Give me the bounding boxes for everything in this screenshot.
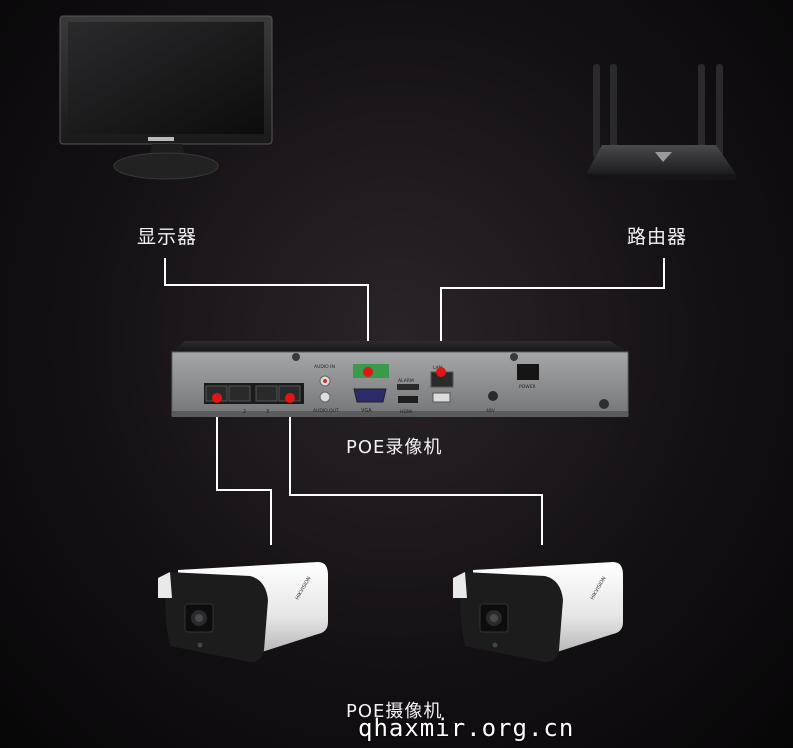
connector-lines bbox=[164, 258, 665, 545]
bullet-camera-icon-2: HIKVISION bbox=[453, 562, 623, 662]
bullet-camera-icon-1: HIKVISION bbox=[158, 562, 328, 662]
monitor-logo-badge bbox=[148, 137, 174, 141]
lan-label: LAN bbox=[433, 365, 442, 371]
monitor-icon bbox=[59, 15, 273, 180]
monitor-to-vga-line bbox=[164, 258, 369, 372]
hdmi-label: HDMI bbox=[400, 409, 412, 415]
power-label: POWER bbox=[519, 384, 536, 390]
power-switch bbox=[517, 364, 539, 380]
poe-port-1-highlight bbox=[212, 393, 222, 403]
poe-port4-to-camera2-line bbox=[289, 398, 543, 545]
monitor-label: 显示器 bbox=[137, 226, 198, 248]
audio-out-label: AUDIO OUT bbox=[313, 408, 339, 414]
watermark: qhaxmir.org.cn bbox=[358, 714, 575, 742]
poe-port-2-label: 2 bbox=[243, 409, 246, 415]
lan-highlight bbox=[436, 367, 446, 377]
audio-in-label: AUDIO IN bbox=[314, 364, 335, 370]
power-input-label: 48V bbox=[486, 408, 496, 414]
poe-port1-to-camera1-line bbox=[216, 398, 272, 545]
usb-port bbox=[432, 392, 451, 403]
router-icon bbox=[586, 64, 736, 180]
nvr-device: 2 3 AUDIO IN AUDIO OUT VGA ALARM HDMI LA… bbox=[171, 341, 629, 417]
poe-port-4-highlight bbox=[285, 393, 295, 403]
vga-label: VGA bbox=[361, 408, 372, 414]
vga-port bbox=[353, 388, 387, 403]
poe-port-3-label: 3 bbox=[266, 409, 269, 415]
vga-highlight bbox=[363, 367, 373, 377]
router-to-lan-line bbox=[440, 258, 665, 372]
alarm-label: ALARM bbox=[398, 378, 414, 384]
router-label: 路由器 bbox=[627, 226, 688, 248]
camera-label: POE摄像机 bbox=[346, 701, 443, 722]
hdmi-port bbox=[398, 396, 418, 403]
nvr-label: POE录像机 bbox=[346, 437, 443, 458]
